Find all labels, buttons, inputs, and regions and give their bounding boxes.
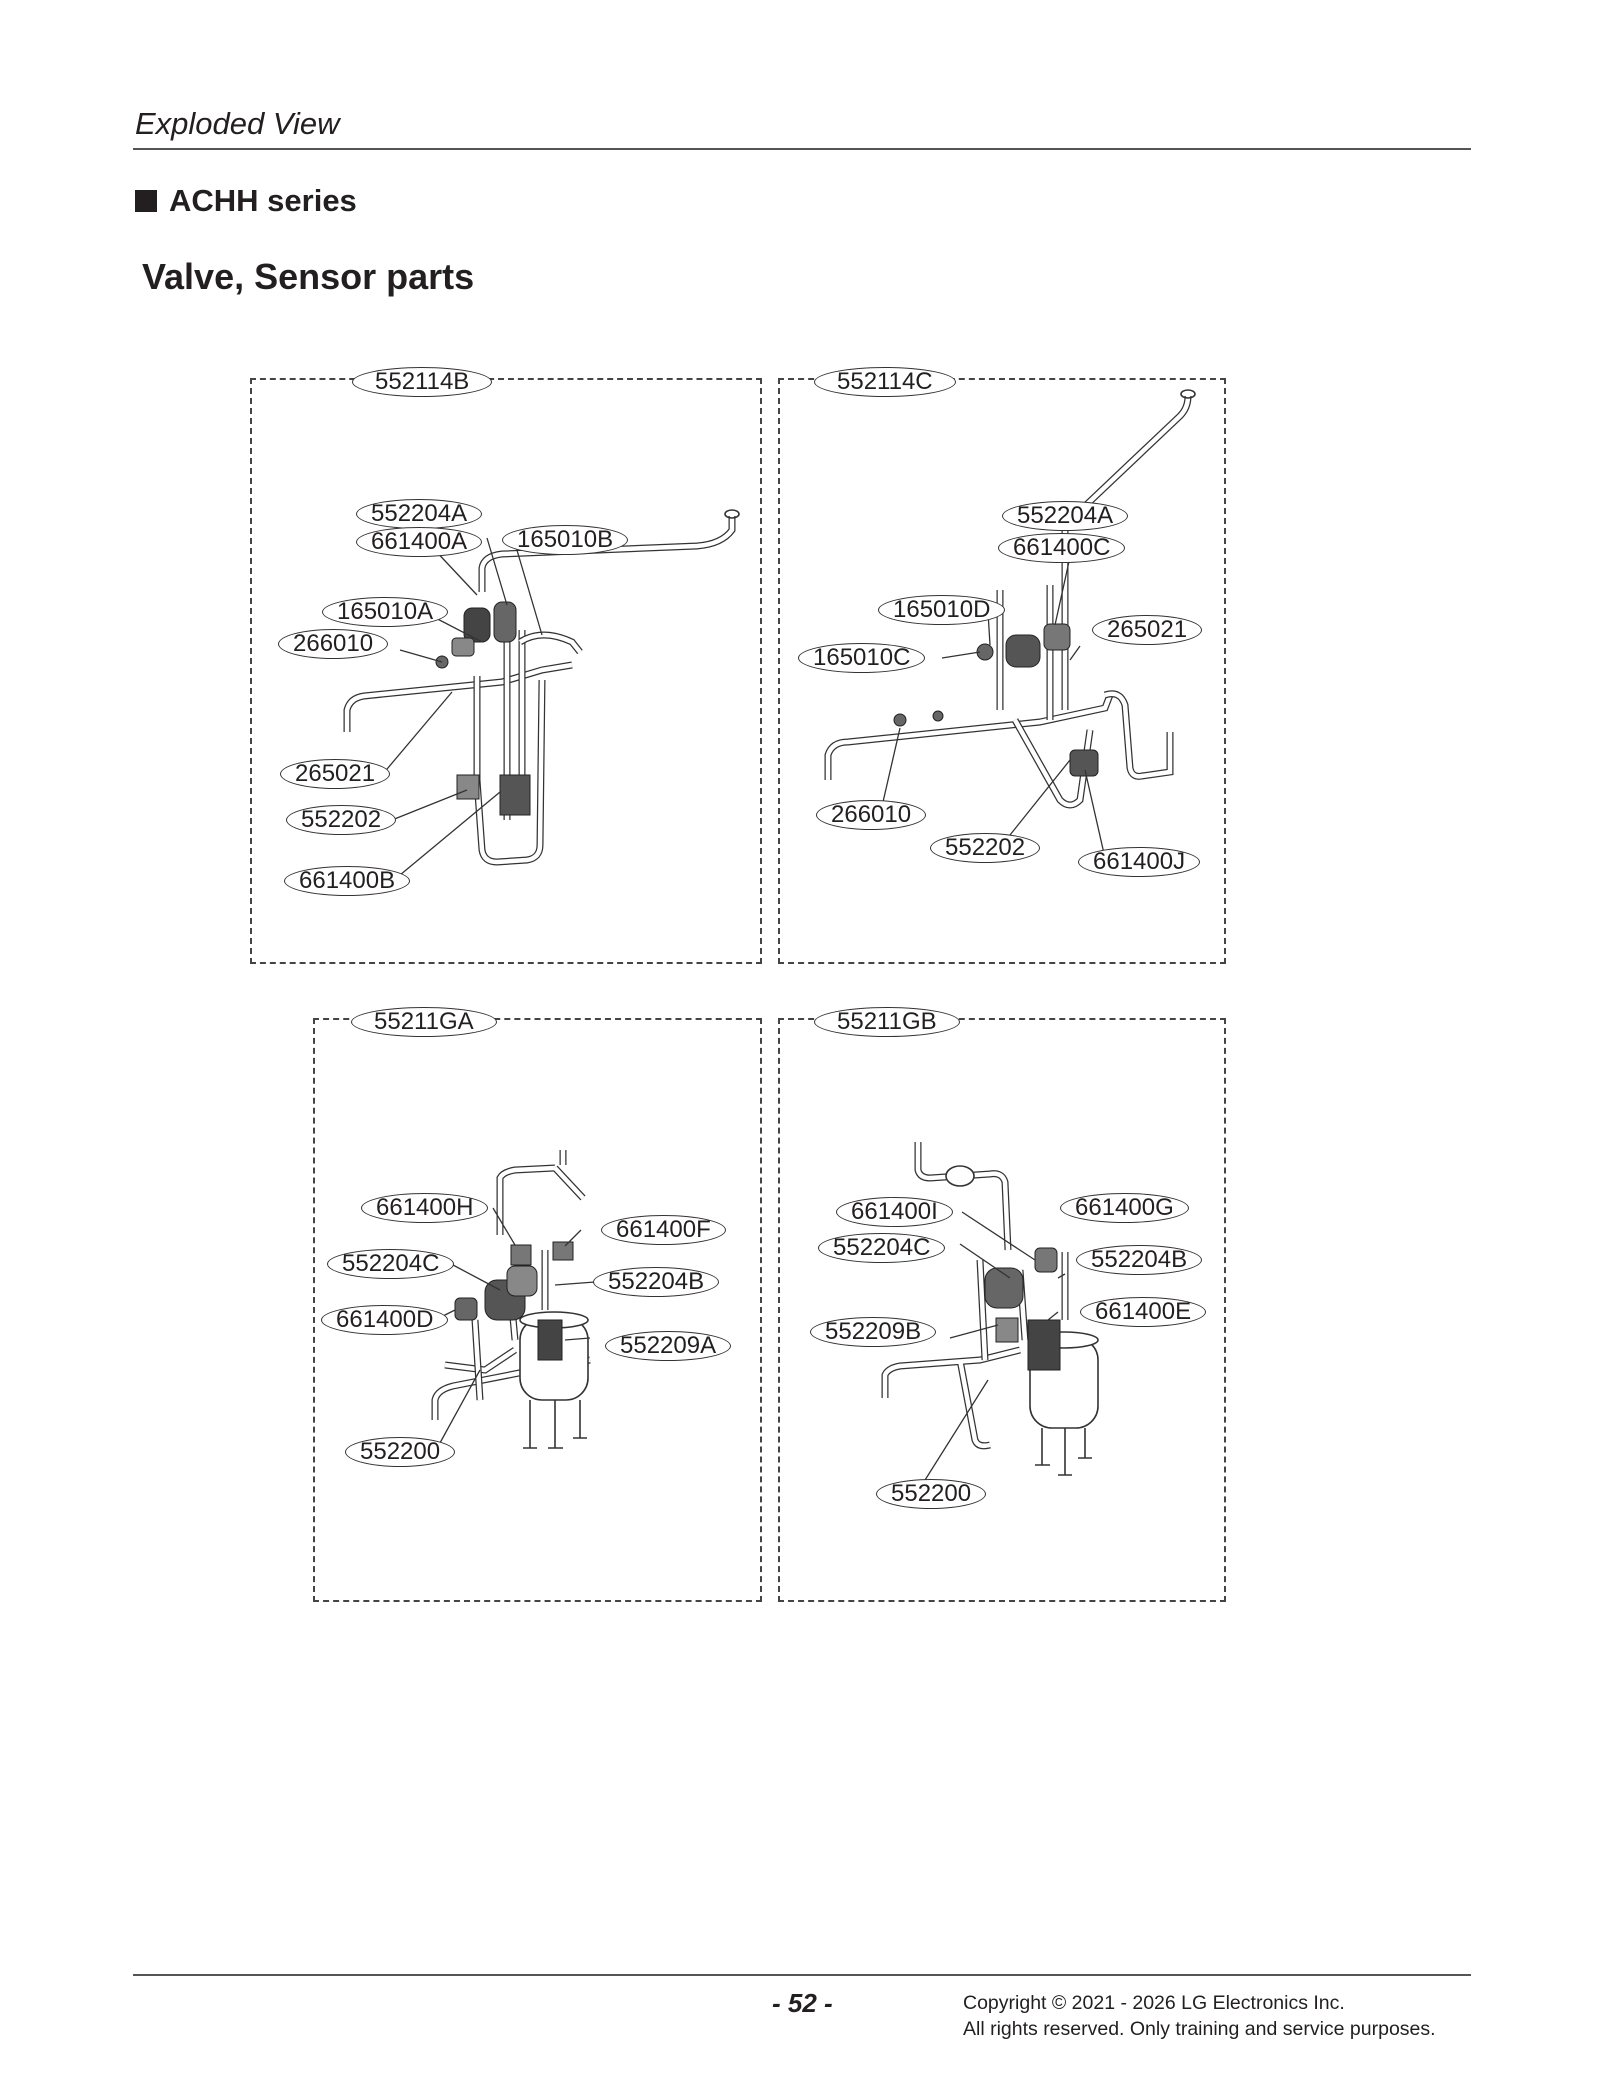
- panel-code-callout: 55211GA: [351, 1007, 497, 1037]
- part-label-165010b: 165010B: [502, 525, 629, 555]
- part-label-552204c: 552204C: [818, 1233, 946, 1263]
- part-label-661400d: 661400D: [321, 1305, 449, 1335]
- section-title: Valve, Sensor parts: [142, 256, 475, 297]
- part-label-661400b: 661400B: [284, 866, 411, 896]
- part-label-661400h: 661400H: [361, 1193, 489, 1223]
- panel-code-callout: 552114B: [352, 367, 493, 397]
- part-label-266010: 266010: [278, 629, 389, 659]
- part-label-661400f: 661400F: [601, 1215, 726, 1245]
- part-label-266010: 266010: [816, 800, 927, 830]
- part-label-165010d: 165010D: [878, 595, 1006, 625]
- footer-divider: [133, 1974, 1471, 1976]
- part-label-552204a: 552204A: [1002, 501, 1129, 531]
- piping-diagram-552114b: [343, 509, 740, 881]
- square-bullet-icon: [135, 190, 157, 212]
- page-header-title: Exploded View: [135, 106, 340, 141]
- diagram-panel-552114c: 552114C 552204A 661400C 165010D 265021 1…: [778, 367, 1226, 964]
- piping-diagram-55211gb: [881, 1142, 1099, 1489]
- piping-diagram-552114c: [824, 389, 1196, 859]
- part-label-552200: 552200: [345, 1437, 456, 1467]
- part-label-552209b: 552209B: [810, 1317, 937, 1347]
- part-label-661400j: 661400J: [1078, 847, 1201, 877]
- part-label-661400i: 661400I: [836, 1197, 953, 1227]
- panel-code-callout: 55211GB: [814, 1007, 960, 1037]
- part-label-661400a: 661400A: [356, 527, 483, 557]
- part-label-661400g: 661400G: [1060, 1193, 1189, 1223]
- copyright-line-2: All rights reserved. Only training and s…: [963, 2018, 1436, 2040]
- copyright-notice: Copyright © 2021 - 2026 LG Electronics I…: [963, 1990, 1436, 2042]
- panel-code-callout: 552114C: [814, 367, 956, 397]
- diagram-panel-55211ga: 55211GA 661400H 661400F 552204C 552204B …: [313, 1007, 762, 1602]
- part-label-552202: 552202: [286, 805, 397, 835]
- part-label-552200: 552200: [876, 1479, 987, 1509]
- part-label-661400c: 661400C: [998, 533, 1126, 563]
- part-label-265021: 265021: [1092, 615, 1203, 645]
- part-label-661400e: 661400E: [1080, 1297, 1207, 1327]
- piping-diagram-55211ga: [431, 1150, 596, 1453]
- part-label-165010c: 165010C: [798, 643, 926, 673]
- page-number: - 52 -: [772, 1988, 833, 2018]
- diagram-panel-552114b: 552114B 552204A 661400A 165010B 165010A …: [250, 367, 762, 964]
- part-label-552202: 552202: [930, 833, 1041, 863]
- series-label: ACHH series: [169, 183, 357, 218]
- part-label-552209a: 552209A: [605, 1331, 732, 1361]
- part-label-552204a: 552204A: [356, 499, 483, 529]
- header-divider: [133, 148, 1471, 150]
- part-label-165010a: 165010A: [322, 597, 449, 627]
- part-label-552204b: 552204B: [1076, 1245, 1203, 1275]
- copyright-line-1: Copyright © 2021 - 2026 LG Electronics I…: [963, 1992, 1345, 2014]
- part-label-552204c: 552204C: [327, 1249, 455, 1279]
- part-label-265021: 265021: [280, 759, 391, 789]
- diagram-panel-55211gb: 55211GB 661400I 661400G 552204C 552204B …: [778, 1007, 1226, 1602]
- part-label-552204b: 552204B: [593, 1267, 720, 1297]
- series-heading: ACHH series: [135, 183, 357, 219]
